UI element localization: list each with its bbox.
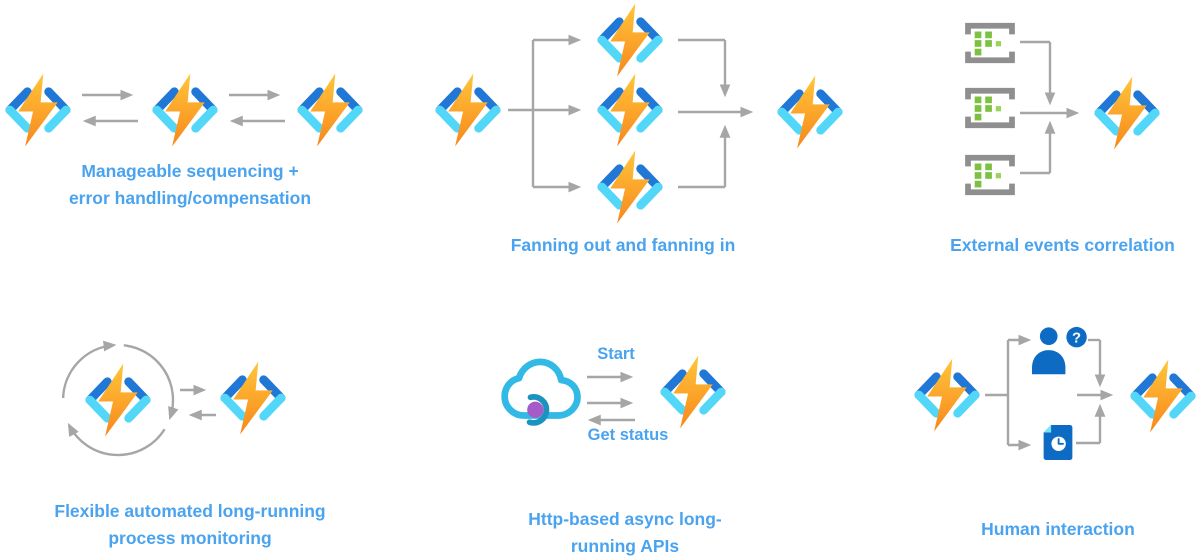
caption-line: process monitoring — [108, 528, 272, 548]
human-interaction-diagram — [900, 326, 1200, 461]
caption-monitoring: Flexible automated long-running process … — [15, 498, 365, 552]
caption-line: Flexible automated long-running — [54, 501, 326, 521]
loop-arc-top-left — [61, 340, 117, 399]
caption-external-events: External events correlation — [910, 232, 1200, 259]
external-events-diagram — [930, 8, 1200, 208]
monitoring-diagram — [61, 340, 340, 457]
function-app-icon — [440, 74, 496, 147]
caption-line: Human interaction — [981, 519, 1135, 539]
caption-sequencing: Manageable sequencing + error handling/c… — [25, 158, 355, 212]
document-clock-icon — [1043, 424, 1073, 461]
function-app-icon — [919, 359, 975, 432]
caption-line: running APIs — [570, 536, 680, 556]
sequencing-diagram — [0, 60, 380, 165]
caption-line: error handling/compensation — [68, 188, 312, 208]
function-app-icon — [157, 74, 213, 147]
async-http-diagram — [490, 340, 740, 450]
function-app-icon — [10, 74, 66, 147]
function-app-icon — [302, 74, 358, 147]
caption-line: External events correlation — [950, 235, 1175, 255]
start-label: Start — [597, 345, 635, 363]
function-app-icon — [602, 151, 658, 224]
function-app-icon — [1099, 77, 1155, 150]
caption-human-interaction: Human interaction — [928, 516, 1188, 543]
loop-arc-bottom — [67, 422, 166, 457]
function-app-icon — [782, 76, 838, 149]
cloud-api-icon — [505, 362, 578, 423]
caption-line: Fanning out and fanning in — [510, 235, 736, 255]
queue-icon — [968, 26, 1012, 60]
caption-async-http: Http-based async long- running APIs — [490, 506, 760, 560]
caption-fanning: Fanning out and fanning in — [468, 232, 778, 259]
caption-line: Http-based async long- — [528, 509, 722, 529]
queue-icon — [968, 91, 1012, 125]
function-app-icon — [602, 74, 658, 147]
person-with-question-icon — [1032, 326, 1087, 375]
queue-icon — [968, 158, 1012, 192]
caption-line: Manageable sequencing + — [81, 161, 299, 181]
function-app-icon — [665, 356, 721, 429]
get-status-label: Get status — [587, 426, 669, 444]
fan-out-fan-in-diagram — [420, 0, 860, 230]
function-app-icon — [602, 4, 658, 77]
function-app-icon — [1135, 360, 1191, 433]
loop-arc-right — [123, 344, 179, 421]
function-app-icon — [90, 364, 146, 437]
function-app-icon — [225, 362, 281, 435]
